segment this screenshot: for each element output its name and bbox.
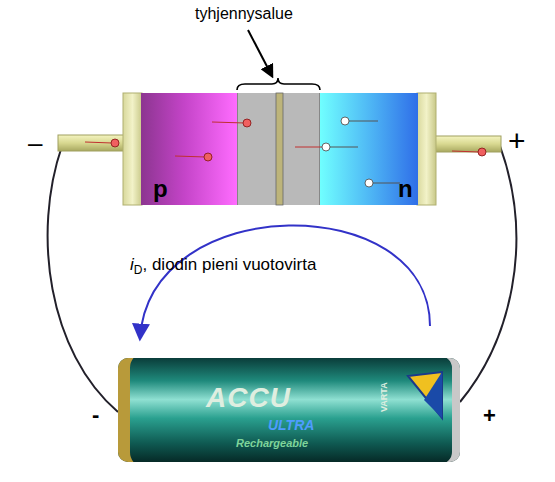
polarity-sign: + [508,126,526,156]
polarity-sign: – [28,130,42,156]
battery-logo [408,372,442,418]
battery: ACCU ULTRA Rechargeable VARTA [118,358,460,462]
end-cap [123,93,142,205]
node-text: Rechargeable [236,438,308,449]
node-text: VARTA [380,382,389,412]
node-text: ULTRA [268,418,314,432]
end-cap [417,93,436,205]
charge-carriers [85,117,486,187]
battery-terminal-sign: + [483,405,496,427]
p-region: p [141,93,237,205]
node-text: ACCU [206,384,291,412]
current-caption: iD, diodin pieni vuotovirta [130,256,316,276]
current-arrow [140,225,430,338]
junction [276,93,283,205]
terminal [58,135,125,151]
battery-terminal-sign: - [92,404,99,426]
terminal [435,136,501,152]
node-text: p [153,177,168,201]
leader-arrow [248,30,272,76]
depletion-region [237,93,320,205]
region-label: tyhjennysalue [195,6,293,22]
current-label: , diodin pieni vuotovirta [142,255,316,274]
current-subscript: D [134,263,143,277]
node-text: n [398,177,413,201]
bracket [237,78,320,90]
current-symbol: i [130,255,134,274]
n-region: n [320,93,418,205]
